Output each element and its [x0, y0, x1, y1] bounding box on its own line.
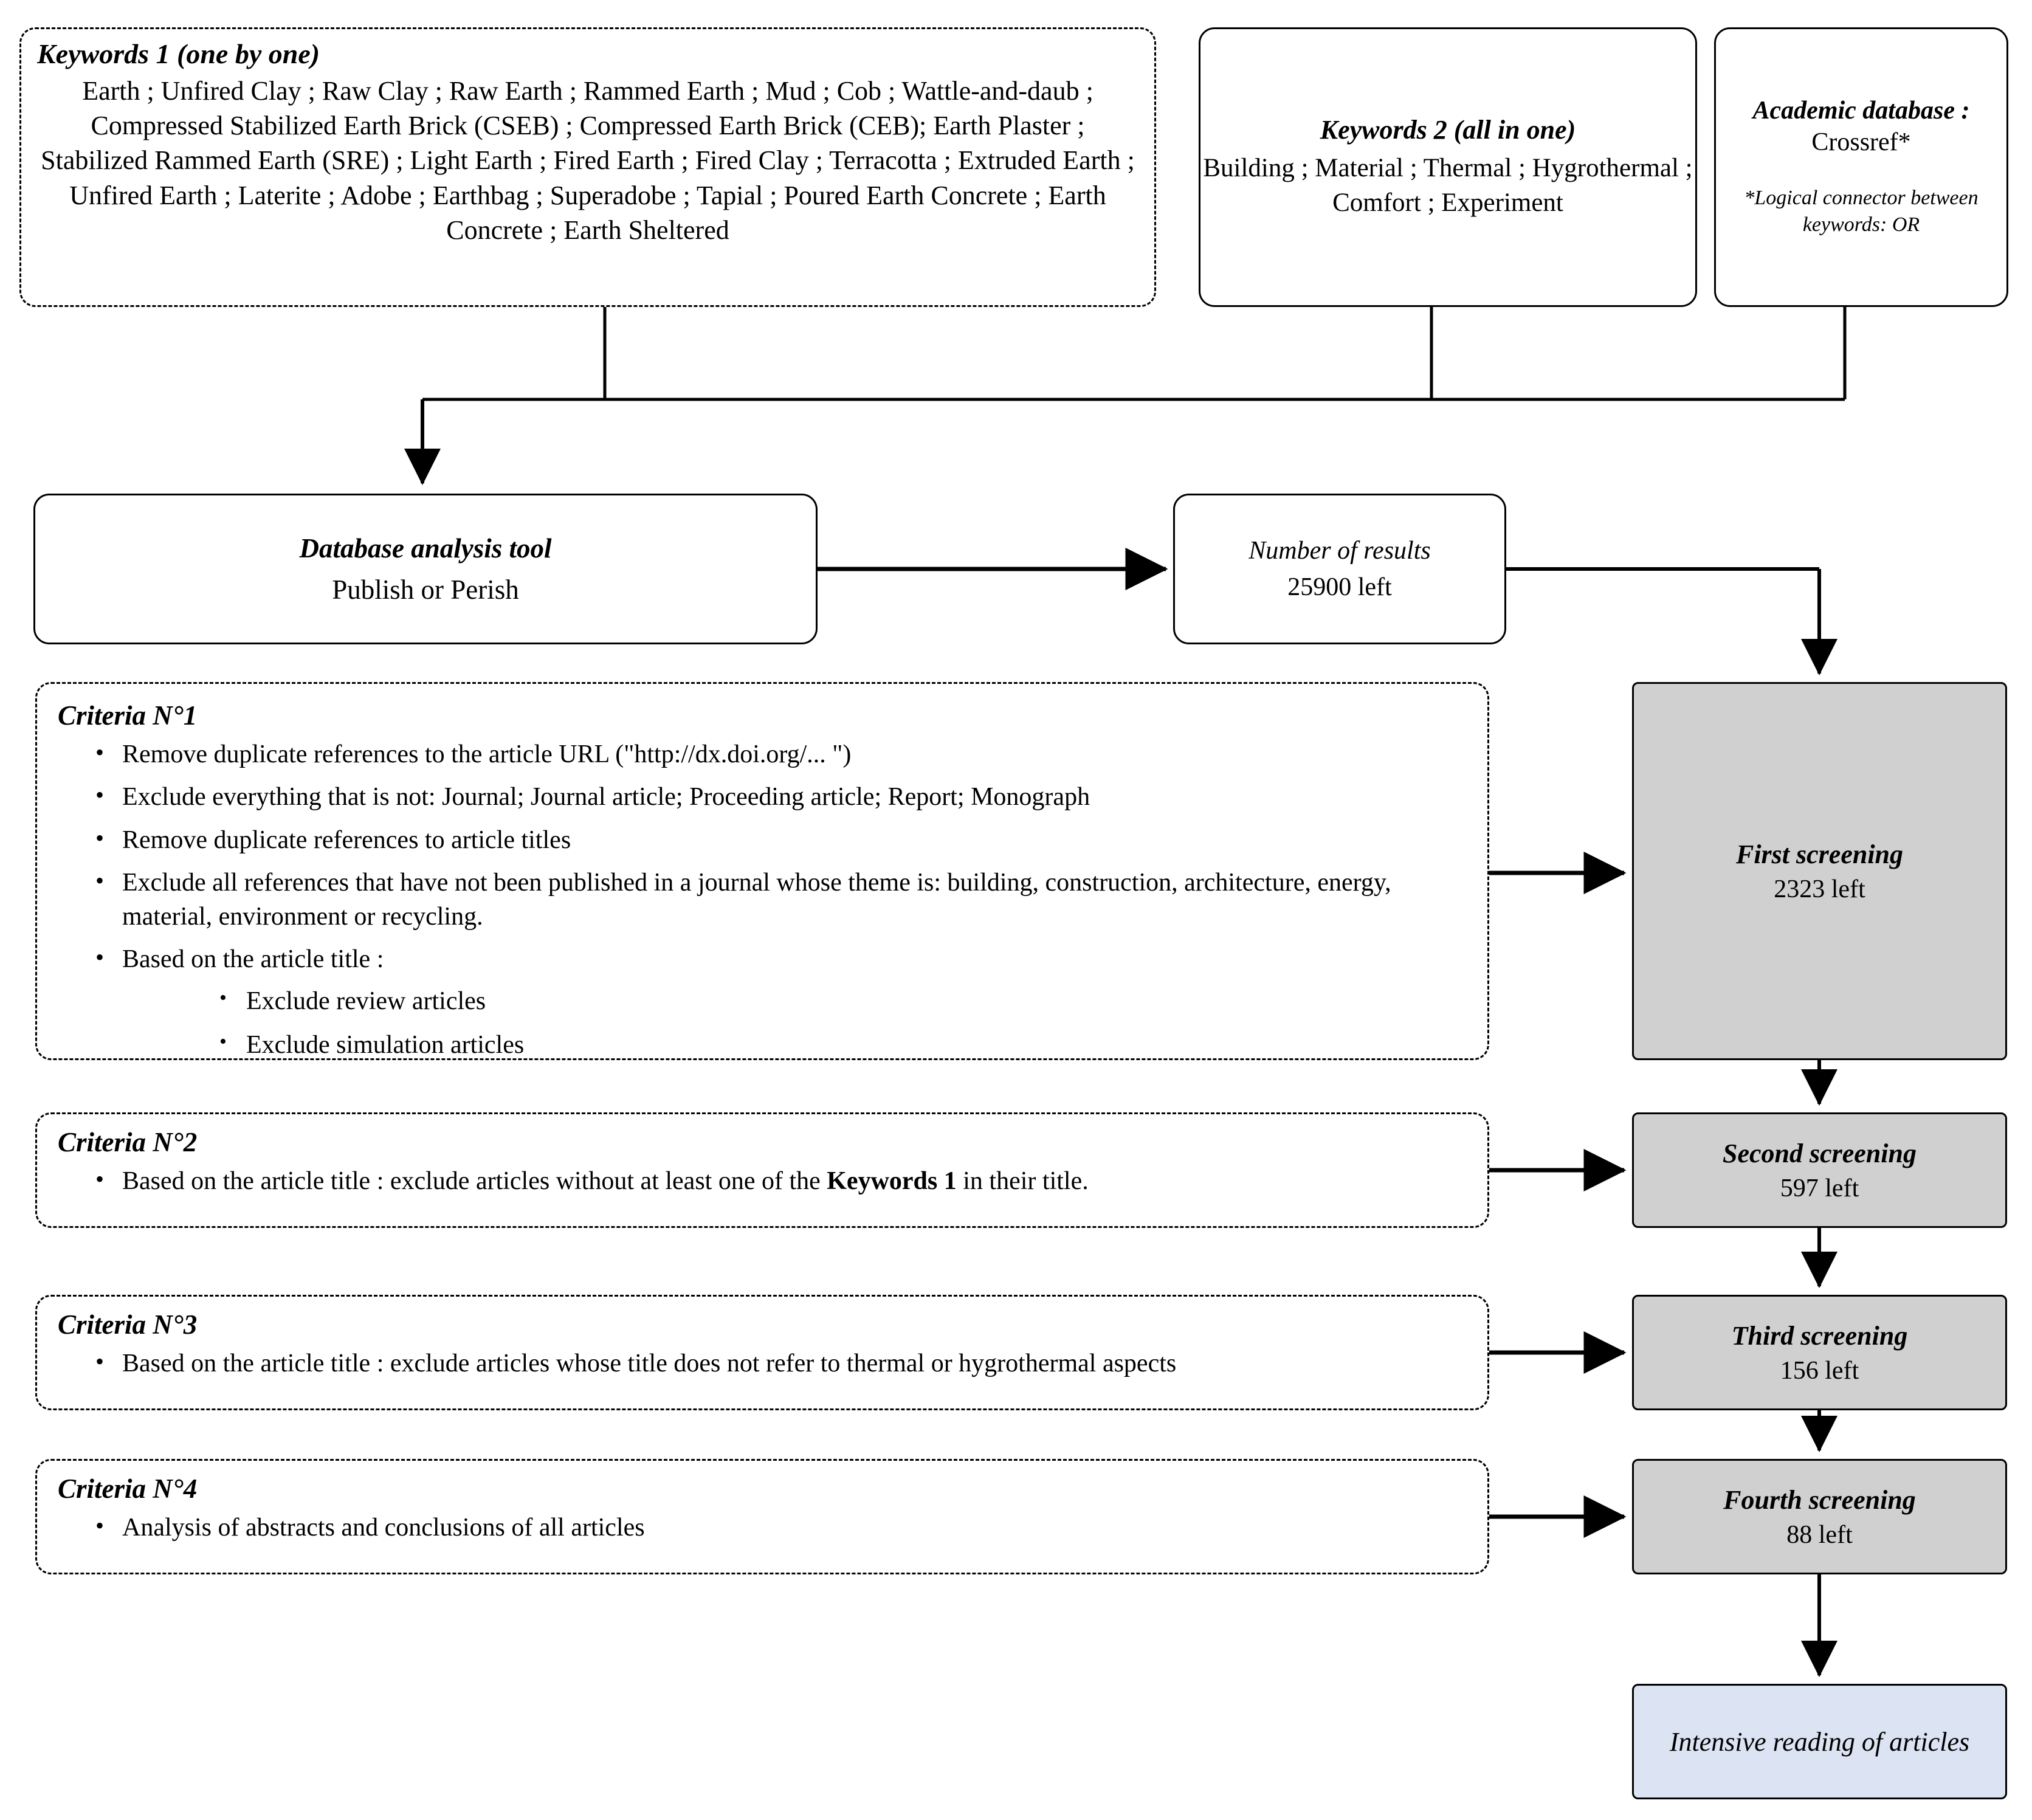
- third-screening-value: 156 left: [1780, 1356, 1859, 1385]
- criteria-3-list: Based on the article title : exclude art…: [37, 1345, 1487, 1381]
- criteria-2-title: Criteria N°2: [58, 1127, 198, 1157]
- criteria-2-text-prefix: Based on the article title : exclude art…: [122, 1167, 827, 1195]
- number-of-results-box: Number of results 25900 left: [1173, 494, 1506, 644]
- keywords2-title: Keywords 2 (all in one): [1320, 114, 1576, 145]
- fourth-screening-box: Fourth screening 88 left: [1632, 1459, 2007, 1574]
- database-analysis-tool-value: Publish or Perish: [332, 574, 519, 605]
- first-screening-title: First screening: [1735, 839, 1904, 869]
- list-item-label: Based on the article title :: [122, 945, 384, 974]
- list-item: Based on the article title : Exclude rev…: [95, 941, 1469, 1063]
- list-item: Remove duplicate references to article t…: [95, 822, 1469, 857]
- connector-results-to-first-screening: [1506, 567, 1837, 675]
- keywords1-text: Earth ; Unfired Clay ; Raw Clay ; Raw Ea…: [41, 76, 1135, 245]
- academic-database-note: *Logical connector between keywords: OR: [1744, 186, 1979, 236]
- keywords2-box: Keywords 2 (all in one) Building ; Mater…: [1199, 27, 1697, 307]
- second-screening-title: Second screening: [1723, 1138, 1917, 1168]
- criteria-2-text-suffix: in their title.: [956, 1167, 1089, 1195]
- list-item: Exclude review articles: [219, 984, 1469, 1018]
- second-screening-box: Second screening 597 left: [1632, 1112, 2007, 1228]
- list-item: Based on the article title : exclude art…: [95, 1163, 1469, 1198]
- criteria-1-list: Remove duplicate references to the artic…: [37, 736, 1487, 1063]
- keywords1-title: Keywords 1 (one by one): [37, 38, 320, 69]
- connector-keywords-to-trunk: [422, 307, 1847, 401]
- list-item: Based on the article title : exclude art…: [95, 1345, 1469, 1381]
- list-item: Exclude simulation articles: [219, 1028, 1469, 1062]
- criteria-4-box: Criteria N°4 Analysis of abstracts and c…: [35, 1459, 1489, 1574]
- academic-database-value: Crossref*: [1811, 128, 1911, 156]
- criteria-2-text-bold: Keywords 1: [827, 1167, 957, 1195]
- list-item: Exclude all references that have not bee…: [95, 864, 1469, 934]
- criteria-2-box: Criteria N°2 Based on the article title …: [35, 1112, 1489, 1228]
- academic-database-title: Academic database :: [1752, 96, 1970, 125]
- academic-database-box: Academic database : Crossref* *Logical c…: [1714, 27, 2008, 307]
- criteria-4-list: Analysis of abstracts and conclusions of…: [37, 1509, 1487, 1545]
- third-screening-box: Third screening 156 left: [1632, 1295, 2007, 1410]
- second-screening-value: 597 left: [1780, 1174, 1859, 1202]
- criteria-1-sublist: Exclude review articles Exclude simulati…: [122, 977, 1469, 1063]
- first-screening-value: 2323 left: [1774, 875, 1865, 903]
- criteria-4-title: Criteria N°4: [58, 1474, 198, 1504]
- fourth-screening-value: 88 left: [1786, 1520, 1853, 1549]
- number-of-results-title: Number of results: [1248, 537, 1431, 565]
- list-item: Remove duplicate references to the artic…: [95, 736, 1469, 771]
- database-analysis-tool-title: Database analysis tool: [299, 533, 552, 564]
- list-item: Analysis of abstracts and conclusions of…: [95, 1509, 1469, 1545]
- keywords1-box: Keywords 1 (one by one) Earth ; Unfired …: [19, 27, 1156, 307]
- number-of-results-value: 25900 left: [1287, 573, 1392, 601]
- criteria-3-box: Criteria N°3 Based on the article title …: [35, 1295, 1489, 1410]
- fourth-screening-title: Fourth screening: [1723, 1484, 1916, 1515]
- criteria-1-box: Criteria N°1 Remove duplicate references…: [35, 682, 1489, 1060]
- criteria-2-list: Based on the article title : exclude art…: [37, 1163, 1487, 1198]
- database-analysis-tool-box: Database analysis tool Publish or Perish: [33, 494, 818, 644]
- criteria-1-title: Criteria N°1: [58, 700, 198, 731]
- list-item: Exclude everything that is not: Journal;…: [95, 779, 1469, 814]
- first-screening-box: First screening 2323 left: [1632, 682, 2007, 1060]
- keywords2-text: Building ; Material ; Thermal ; Hygrothe…: [1203, 153, 1693, 217]
- intensive-reading-title: Intensive reading of articles: [1669, 1726, 1970, 1757]
- third-screening-title: Third screening: [1731, 1320, 1908, 1351]
- intensive-reading-box: Intensive reading of articles: [1632, 1684, 2007, 1799]
- criteria-3-title: Criteria N°3: [58, 1309, 198, 1340]
